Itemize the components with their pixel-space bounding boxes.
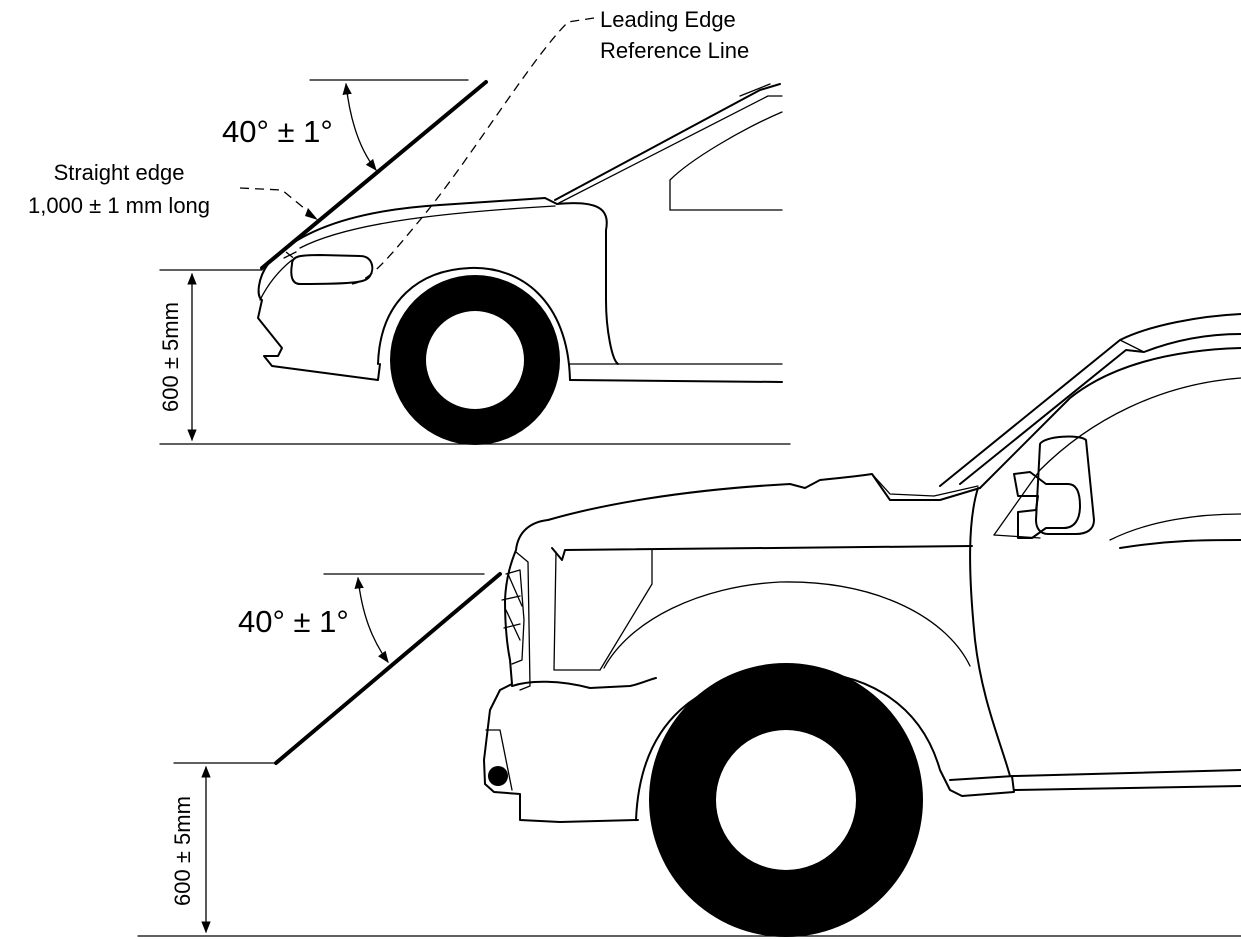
- top-straight-edge: [260, 80, 488, 270]
- bottom-angle-label: 40° ± 1°: [238, 604, 349, 639]
- top-angle-arc: [342, 82, 377, 171]
- top-reference-label-line1: Leading Edge: [600, 7, 736, 32]
- bottom-height-label: 600 ± 5mm: [170, 796, 195, 906]
- top-reference-label-line2: Reference Line: [600, 38, 749, 63]
- bottom-straight-edge: [274, 572, 502, 765]
- top-straight-edge-label-line2: 1,000 ± 1 mm long: [28, 193, 210, 218]
- pickup-truck-outline-icon: [483, 313, 1241, 937]
- top-angle-label: 40° ± 1°: [222, 114, 333, 149]
- sedan-car-outline-icon: [257, 83, 783, 445]
- top-height-label: 600 ± 5mm: [158, 302, 183, 412]
- truck-figure: 40° ± 1° 600 ± 5mm: [137, 313, 1241, 937]
- top-straight-edge-leader: [239, 187, 317, 219]
- top-straight-edge-label-line1: Straight edge: [54, 160, 185, 185]
- sedan-figure: Leading Edge Reference Line 40° ± 1° Str…: [28, 7, 791, 445]
- top-reference-leader: [351, 17, 595, 285]
- bottom-angle-arc: [354, 576, 389, 663]
